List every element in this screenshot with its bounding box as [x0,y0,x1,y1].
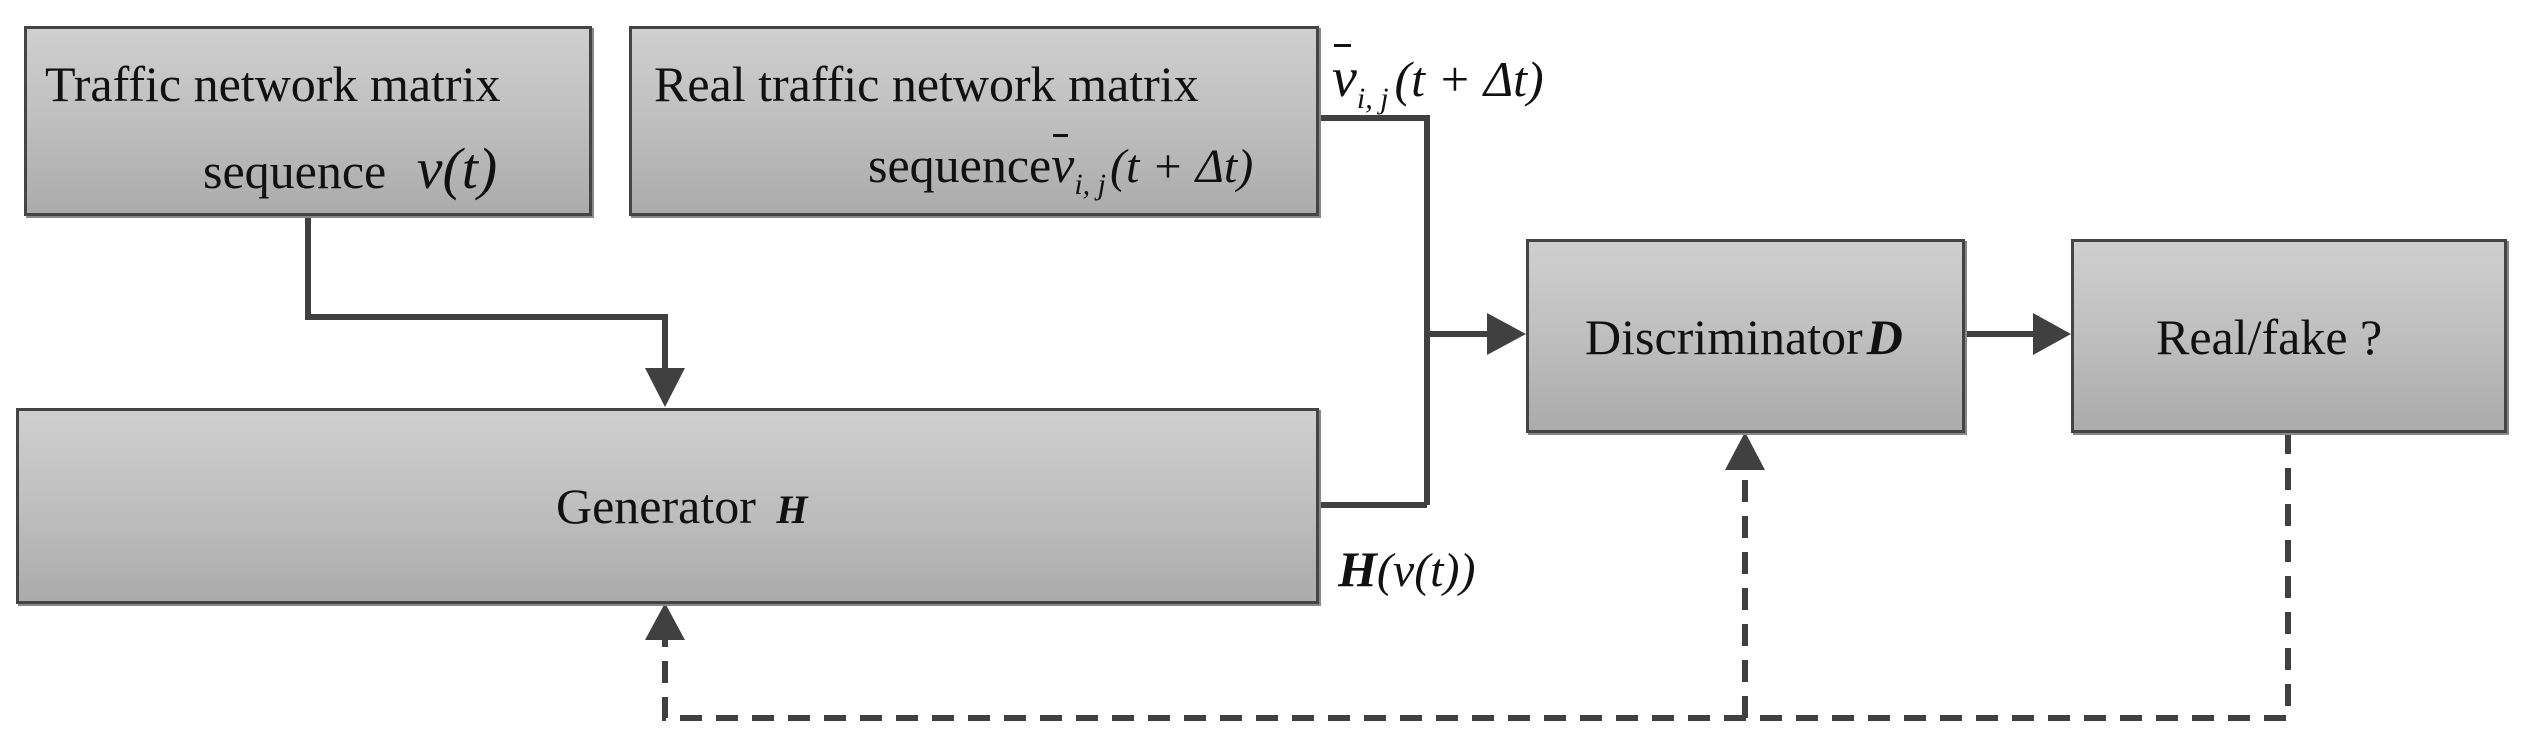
generator-label-group: Generator H [556,481,808,531]
generator-output-annotation: H(v(t)) [1338,544,1475,595]
arrowhead-discriminator [1487,313,1526,355]
input-box-line2-text: sequence [203,143,387,199]
arrowhead-generator-input [645,368,685,407]
generator-label: Generator [556,478,756,534]
real-output-math-arg: (t + Δt) [1394,51,1544,107]
arrow-input-to-generator [305,215,668,402]
input-box-math: v(t) [416,136,498,201]
discriminator-box: DiscriminatorD [1526,239,1965,433]
real-box-math-arg: (t + Δt) [1110,140,1254,193]
arrowhead-feedback-discriminator [1725,432,1765,470]
discriminator-label: Discriminator [1585,309,1863,365]
generator-box: Generator H [16,408,1319,604]
generator-symbol: H [776,487,808,532]
input-box-line2: sequence v(t) [203,140,497,198]
real-sequence-box: Real traffic network matrix sequencevi, … [629,26,1319,216]
arrowhead-output [2033,313,2071,355]
real-box-line2-text: sequence [868,137,1052,193]
real-box-math-var: v [1051,134,1075,194]
input-box-line1: Traffic network matrix [45,56,501,112]
discriminator-label-group: DiscriminatorD [1585,312,1903,362]
dashed-feedback-loop [662,432,2291,721]
real-box-math-sub: i, j [1074,168,1106,201]
input-sequence-box: Traffic network matrix sequence v(t) [24,26,592,216]
discriminator-symbol: D [1866,309,1903,365]
generator-output-math-arg: (v(t)) [1376,544,1476,597]
real-box-line2: sequencevi, j(t + Δt) [868,134,1254,200]
arrowhead-feedback-generator [645,603,685,640]
generator-output-symbol: H [1338,541,1377,597]
real-output-annotation: vi, j(t + Δt) [1332,44,1544,114]
line-real-to-junction [1318,115,1430,505]
real-output-math-var: v [1332,44,1357,109]
real-fake-label: Real/fake ? [2156,309,2383,365]
real-output-math-sub: i, j [1356,82,1389,115]
real-box-line1: Real traffic network matrix [654,56,1199,112]
real-fake-box: Real/fake ? [2071,239,2507,433]
